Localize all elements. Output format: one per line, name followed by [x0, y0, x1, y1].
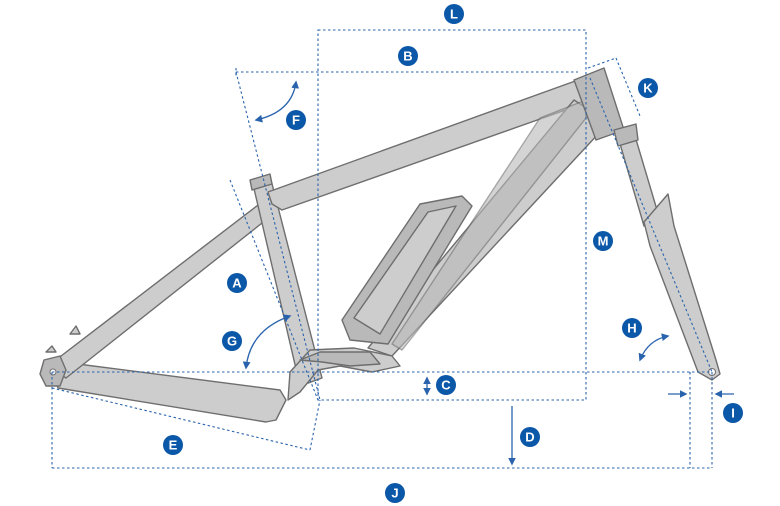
svg-text:L: L — [450, 7, 458, 22]
label-D: D — [520, 427, 540, 447]
svg-text:A: A — [232, 276, 242, 291]
svg-text:E: E — [169, 438, 178, 453]
svg-text:D: D — [525, 430, 534, 445]
label-K: K — [638, 78, 658, 98]
label-J: J — [385, 483, 405, 503]
label-F: F — [286, 110, 306, 130]
bike-frame — [39, 67, 721, 423]
svg-text:H: H — [627, 321, 636, 336]
svg-text:M: M — [598, 234, 609, 249]
svg-text:K: K — [643, 81, 653, 96]
label-I: I — [723, 403, 743, 423]
svg-text:J: J — [391, 486, 398, 501]
svg-text:F: F — [292, 113, 300, 128]
svg-text:B: B — [403, 49, 412, 64]
label-C: C — [436, 375, 456, 395]
label-G: G — [222, 331, 242, 351]
label-M: M — [593, 231, 613, 251]
svg-text:G: G — [227, 334, 237, 349]
svg-text:C: C — [441, 378, 451, 393]
label-A: A — [227, 273, 247, 293]
svg-text:I: I — [731, 406, 735, 421]
label-E: E — [163, 435, 183, 455]
dimension-lines — [51, 29, 734, 469]
label-B: B — [398, 46, 418, 66]
stack-reach-box — [317, 29, 587, 401]
label-H: H — [622, 318, 642, 338]
label-L: L — [444, 4, 464, 24]
